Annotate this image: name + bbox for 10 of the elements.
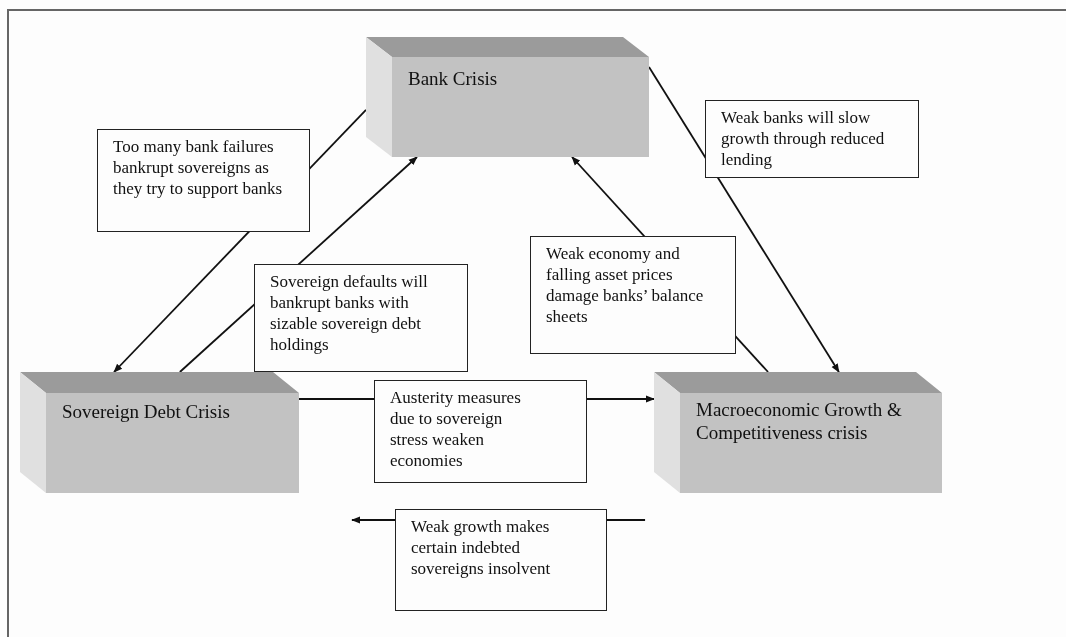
block-title: Bank Crisis <box>408 67 499 90</box>
edge-label: Weak growth makes certain indebted sovereigns insolvent <box>395 509 607 611</box>
arrow <box>648 66 840 373</box>
edge-label: Austerity measures due to sovereign stress weaken economies <box>374 380 587 483</box>
edge-label: Sovereign defaults will bankrupt banks with sizable sovereign debt holdings <box>254 264 468 372</box>
block-title: Sovereign Debt Crisis <box>62 400 231 423</box>
edge-label: Too many bank failures bankrupt sovereigns as they try to support banks <box>97 129 310 232</box>
edge-label: Weak banks will slow growth through reduced lending <box>705 100 919 178</box>
edge-label: Weak economy and falling asset prices damage banks’ balance sheets <box>530 236 736 354</box>
block-title: Macroeconomic Growth & Competitiveness crisis <box>696 398 903 444</box>
